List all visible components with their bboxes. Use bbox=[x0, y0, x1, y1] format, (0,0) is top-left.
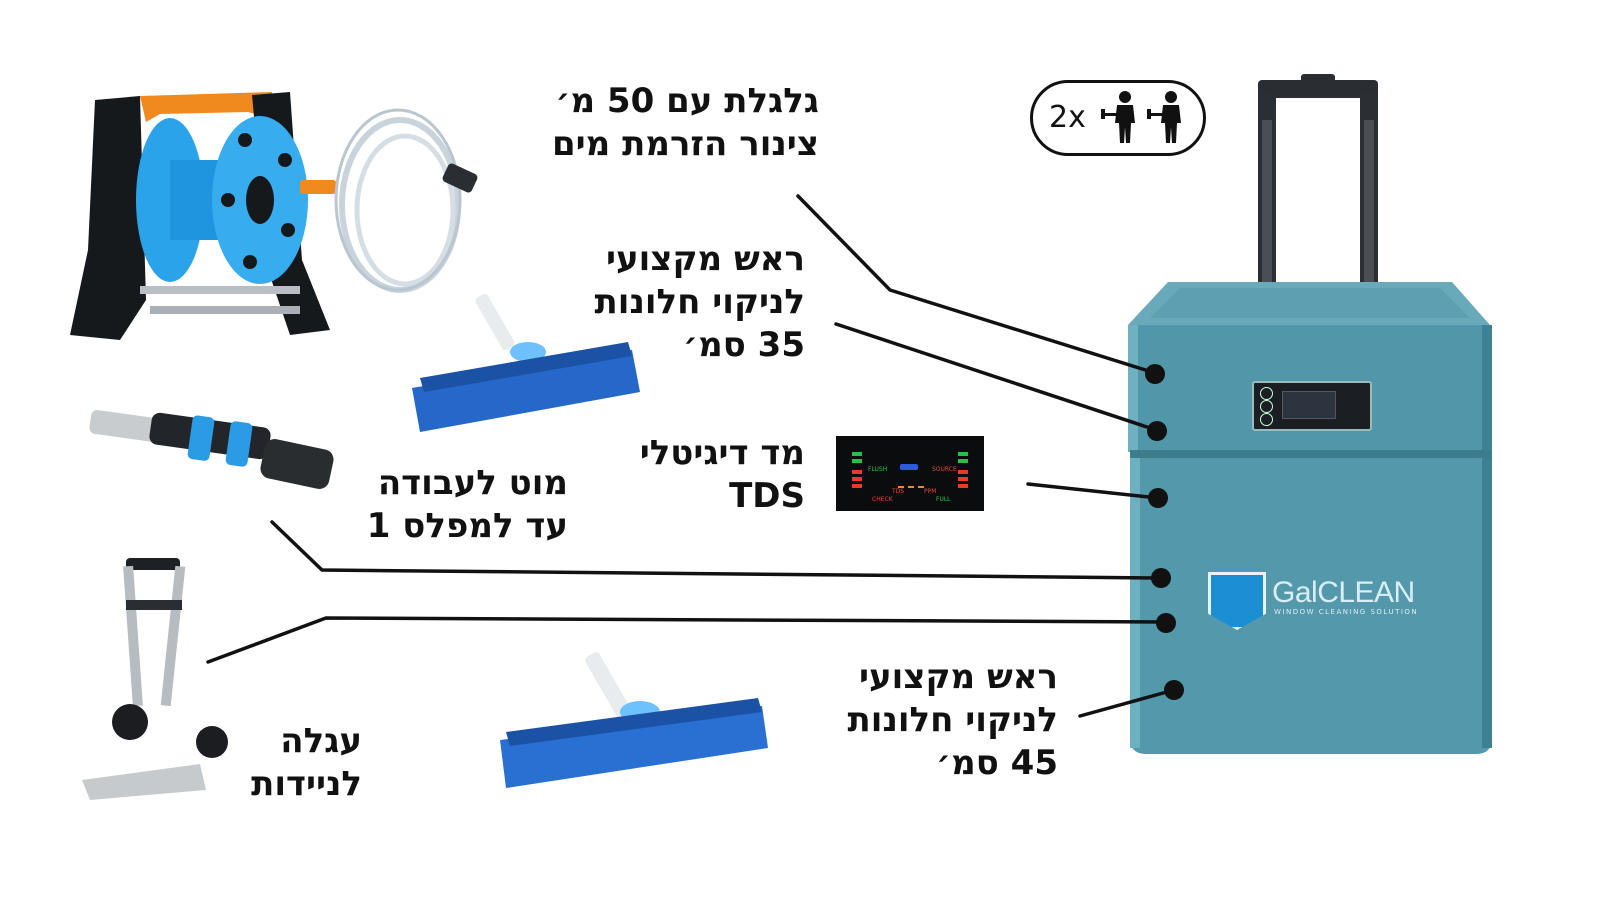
line-tds bbox=[1026, 482, 1160, 500]
label-line: 35 סמ׳ bbox=[683, 325, 805, 365]
line-head-35 bbox=[834, 322, 1158, 432]
label-line: לניקוי חלונות bbox=[847, 700, 1058, 740]
connector-dots bbox=[1145, 364, 1184, 700]
hand-cart bbox=[82, 558, 228, 800]
hose-connector bbox=[442, 163, 478, 193]
tds-source-label: SOURCE bbox=[932, 466, 957, 473]
squeegee-35-blade bbox=[412, 350, 640, 432]
hose-reel bbox=[70, 92, 478, 340]
pole bbox=[89, 410, 334, 489]
connector-lines bbox=[206, 194, 1176, 718]
label-line: מד דיגיטלי bbox=[639, 433, 805, 473]
control-screen bbox=[1282, 391, 1336, 419]
tds-ppm-label: PPM bbox=[924, 488, 937, 495]
label-line: ראש מקצועי bbox=[858, 657, 1058, 697]
workers-badge: 2x bbox=[1030, 80, 1206, 156]
logo-brand: GalCLEAN bbox=[1272, 576, 1415, 609]
badge-count: 2x bbox=[1049, 100, 1086, 135]
control-button[interactable] bbox=[1260, 400, 1273, 413]
line-head-45 bbox=[1078, 688, 1176, 718]
tds-check-label: CHECK bbox=[872, 496, 893, 503]
squeegee-45 bbox=[500, 652, 768, 788]
unit-lower-body bbox=[1130, 458, 1492, 754]
unit-control-panel bbox=[1252, 381, 1372, 431]
line-hose-reel bbox=[796, 194, 1157, 375]
label-line: צינור הזרמת מים bbox=[552, 124, 819, 164]
label-line: מוט לעבודה bbox=[377, 463, 568, 503]
label-hose-reel: גלגלת עם 50 מ׳ צינור הזרמת מים bbox=[552, 80, 819, 166]
label-line: לניקוי חלונות bbox=[594, 282, 805, 322]
control-button[interactable] bbox=[1260, 413, 1273, 426]
tds-full-label: FULL bbox=[936, 496, 951, 503]
cart-plate bbox=[82, 764, 206, 800]
tds-meter-display: FLUSH SOURCE TDS PPM CHECK FULL bbox=[836, 436, 984, 511]
unit-seam bbox=[1130, 450, 1492, 458]
label-pole: מוט לעבודה עד למפלס 1 bbox=[367, 462, 568, 548]
reel-handle bbox=[140, 92, 272, 122]
control-button[interactable] bbox=[1260, 387, 1273, 400]
label-head-35: ראש מקצועי לניקוי חלונות 35 סמ׳ bbox=[595, 238, 805, 367]
logo-tagline: WINDOW CLEANING SOLUTION bbox=[1274, 608, 1419, 616]
unit-handle-grip bbox=[1258, 80, 1378, 98]
label-line: גלגלת עם 50 מ׳ bbox=[555, 81, 819, 121]
label-head-45: ראש מקצועי לניקוי חלונות 45 סמ׳ bbox=[848, 656, 1058, 785]
line-cart bbox=[206, 616, 1168, 664]
label-line: ראש מקצועי bbox=[605, 239, 805, 279]
label-tds-meter: מד דיגיטלי TDS bbox=[640, 432, 805, 518]
label-line: 45 סמ׳ bbox=[936, 743, 1058, 783]
squeegee-45-blade bbox=[500, 706, 768, 788]
line-pole bbox=[270, 520, 1162, 580]
squeegee-35 bbox=[412, 293, 640, 432]
label-cart: עגלה לניידות bbox=[251, 720, 362, 806]
label-line: TDS bbox=[729, 476, 805, 516]
tds-segments bbox=[852, 452, 968, 488]
label-line: עד למפלס 1 bbox=[366, 506, 568, 546]
tds-tds-label: TDS bbox=[892, 488, 905, 495]
two-workers-icon bbox=[1101, 91, 1181, 143]
label-line: עגלה bbox=[280, 721, 362, 761]
water-unit bbox=[1128, 74, 1492, 754]
reel-frame-left bbox=[70, 96, 146, 340]
tds-flush-label: FLUSH bbox=[868, 466, 888, 473]
label-line: לניידות bbox=[251, 764, 362, 804]
